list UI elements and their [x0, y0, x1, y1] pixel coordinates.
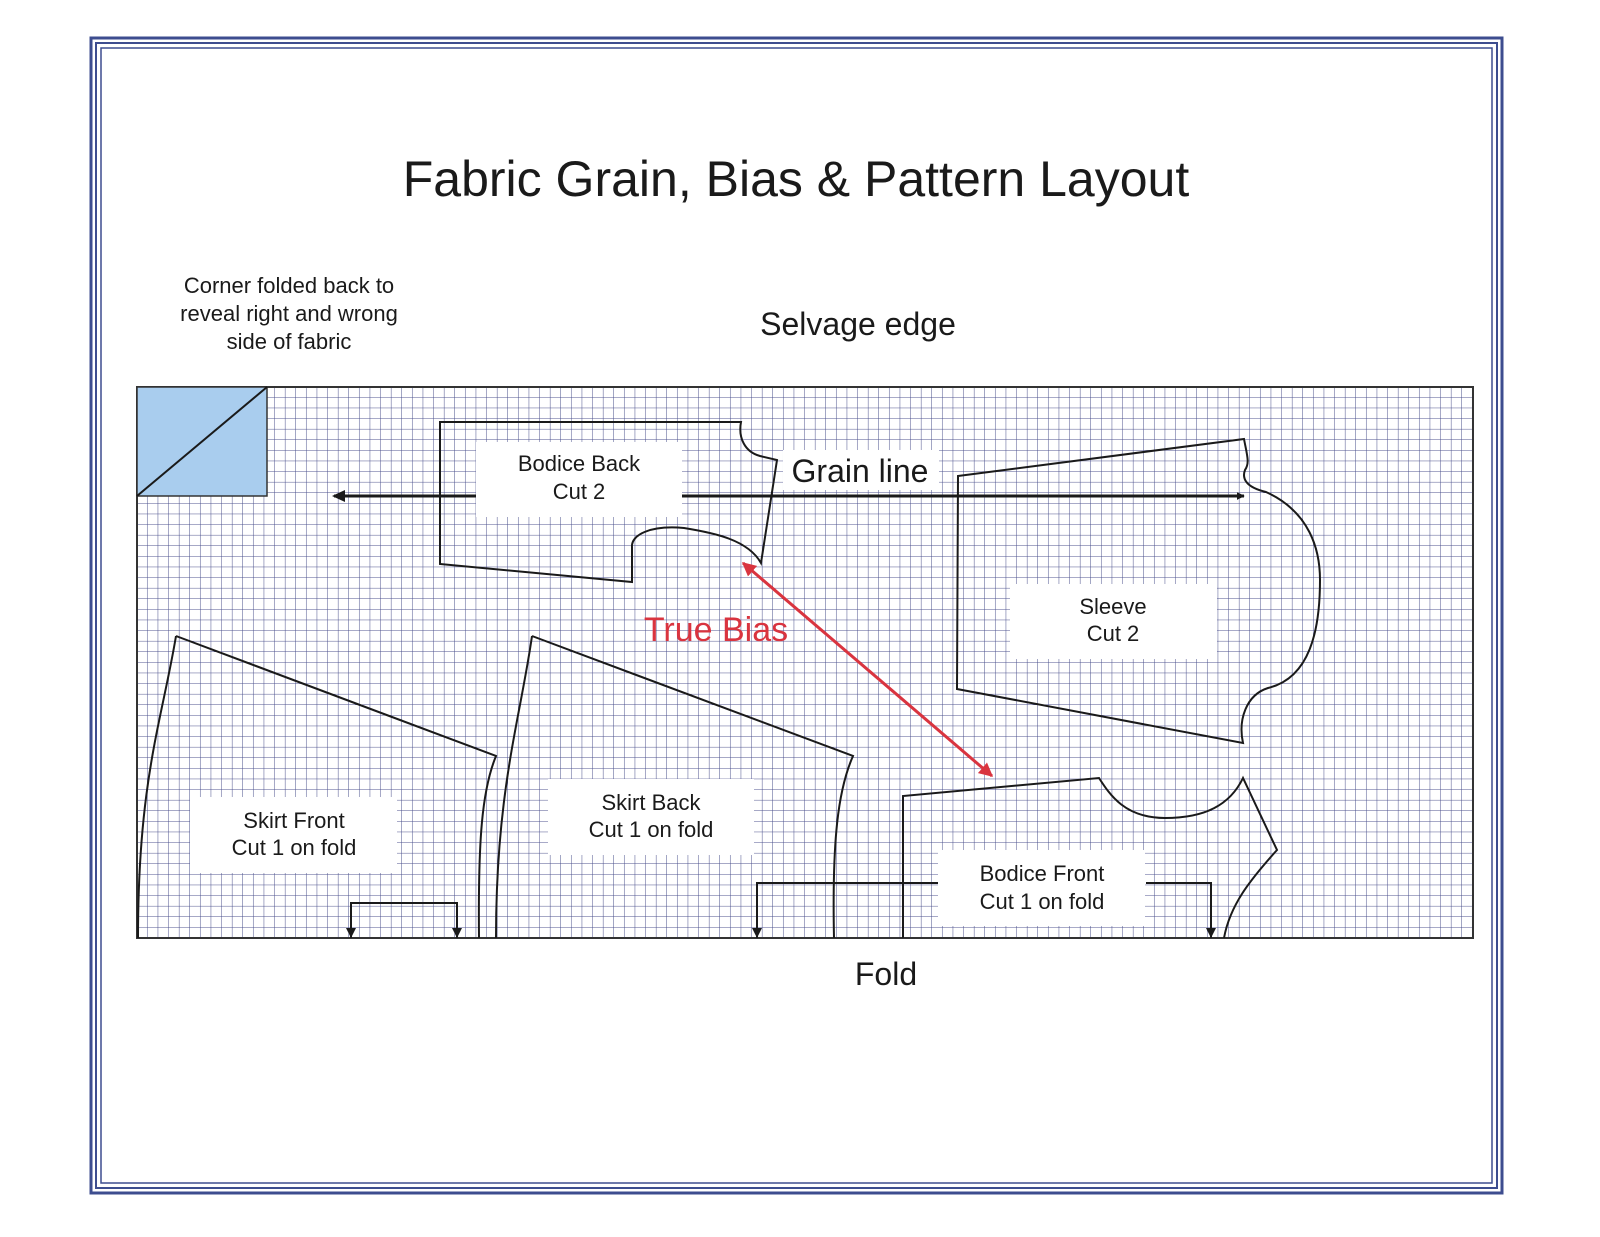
grain-line-label: Grain line	[792, 453, 929, 489]
grain-line-label-bg	[783, 450, 939, 490]
diagram-title: Fabric Grain, Bias & Pattern Layout	[403, 151, 1190, 207]
bodice-back-cut: Cut 2	[553, 479, 606, 504]
skirt-front-cut: Cut 1 on fold	[232, 835, 357, 860]
sleeve-label: Sleeve	[1079, 594, 1146, 619]
skirt-back-cut: Cut 1 on fold	[589, 817, 714, 842]
skirt-front-piece: Skirt Front Cut 1 on fold	[137, 635, 498, 939]
bodice-front-cut: Cut 1 on fold	[980, 889, 1105, 914]
fabric-edge	[136, 386, 1474, 939]
sleeve-piece: Sleeve Cut 2	[955, 437, 1322, 745]
sleeve-cut: Cut 2	[1087, 621, 1140, 646]
corner-note-line-2: reveal right and wrong	[180, 301, 398, 326]
true-bias-arrow	[741, 561, 994, 778]
selvage-edge-label: Selvage edge	[760, 306, 956, 342]
corner-note-line-3: side of fabric	[227, 329, 352, 354]
bodice-front-piece: Bodice Front Cut 1 on fold	[752, 775, 1279, 939]
corner-note: Corner folded back to reveal right and w…	[180, 273, 398, 354]
skirt-front-label: Skirt Front	[243, 808, 344, 833]
page-border	[89, 36, 1504, 1195]
folded-corner	[136, 386, 268, 497]
fold-label: Fold	[855, 956, 917, 992]
grain-line-arrowhead	[332, 490, 345, 502]
skirt-back-piece: Skirt Back Cut 1 on fold	[495, 635, 855, 939]
skirt-back-label: Skirt Back	[601, 790, 701, 815]
bodice-back-label: Bodice Back	[518, 451, 641, 476]
bodice-back-piece: Bodice Back Cut 2	[439, 421, 779, 584]
corner-note-line-1: Corner folded back to	[184, 273, 394, 298]
true-bias-label: True Bias	[644, 611, 788, 649]
bodice-front-label: Bodice Front	[980, 861, 1105, 886]
